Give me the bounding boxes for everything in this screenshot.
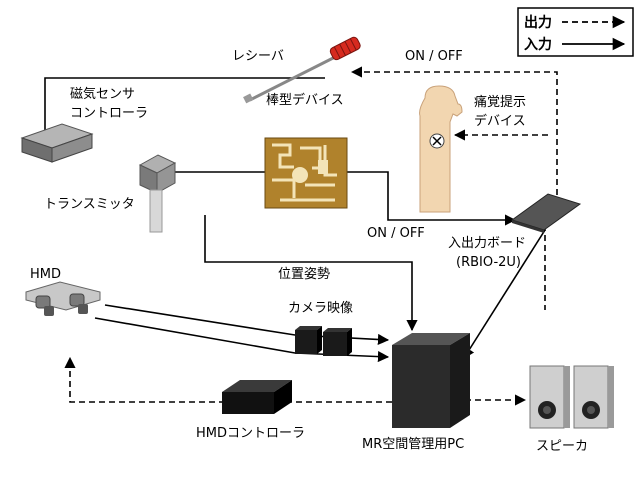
pain-device-label-1: 痛覚提示 [474, 94, 526, 110]
io-board-label-1: 入出力ボード [448, 236, 526, 251]
legend-output-label: 出力 [524, 14, 552, 31]
magnetic-controller-label-1: 磁気センサ [70, 86, 135, 102]
magnetic-controller-label-2: コントローラ [70, 106, 148, 121]
mr-pc-label: MR空間管理用PC [362, 437, 464, 452]
camera-icon [295, 326, 352, 356]
pain-device-label-2: デバイス [474, 113, 526, 129]
hmd-icon [25, 281, 101, 316]
pcb-ioboard-line [345, 171, 517, 226]
on-off-output-line [350, 66, 558, 195]
pain-device-arm-icon [419, 85, 463, 213]
legend-input-label: 入力 [524, 36, 552, 53]
transmitter-icon [138, 154, 177, 233]
hmd-output-line [64, 356, 225, 403]
ioboard-pc-input-line [463, 229, 546, 359]
io-board-label-2: (RBIO-2U) [456, 255, 521, 270]
receiver-icon [329, 36, 361, 61]
circuit-board-icon [264, 137, 348, 209]
magnetic-sensor-controller [20, 123, 94, 163]
speaker-label: スピーカ [536, 439, 588, 454]
controller-receiver-line [44, 77, 325, 130]
camera-image-label: カメラ映像 [288, 301, 353, 316]
rod-device-label: 棒型デバイス [266, 92, 344, 108]
on-off-mid-label: ON / OFF [367, 226, 425, 241]
mr-pc-icon [392, 333, 470, 428]
on-off-top-label: ON / OFF [405, 49, 463, 64]
io-board-icon [510, 193, 582, 233]
position-orientation-label: 位置姿勢 [278, 266, 330, 282]
rod-device [243, 36, 361, 104]
position-line [204, 215, 418, 332]
speaker-icon [529, 365, 614, 429]
transmitter-label: トランスミッタ [44, 197, 135, 212]
hmd-controller-label: HMDコントローラ [196, 426, 305, 441]
receiver-label: レシーバ [232, 49, 284, 64]
hmd-label: HMD [30, 267, 61, 282]
hmd-controller-icon [222, 380, 292, 414]
legend: 出力 入力 [517, 7, 634, 57]
